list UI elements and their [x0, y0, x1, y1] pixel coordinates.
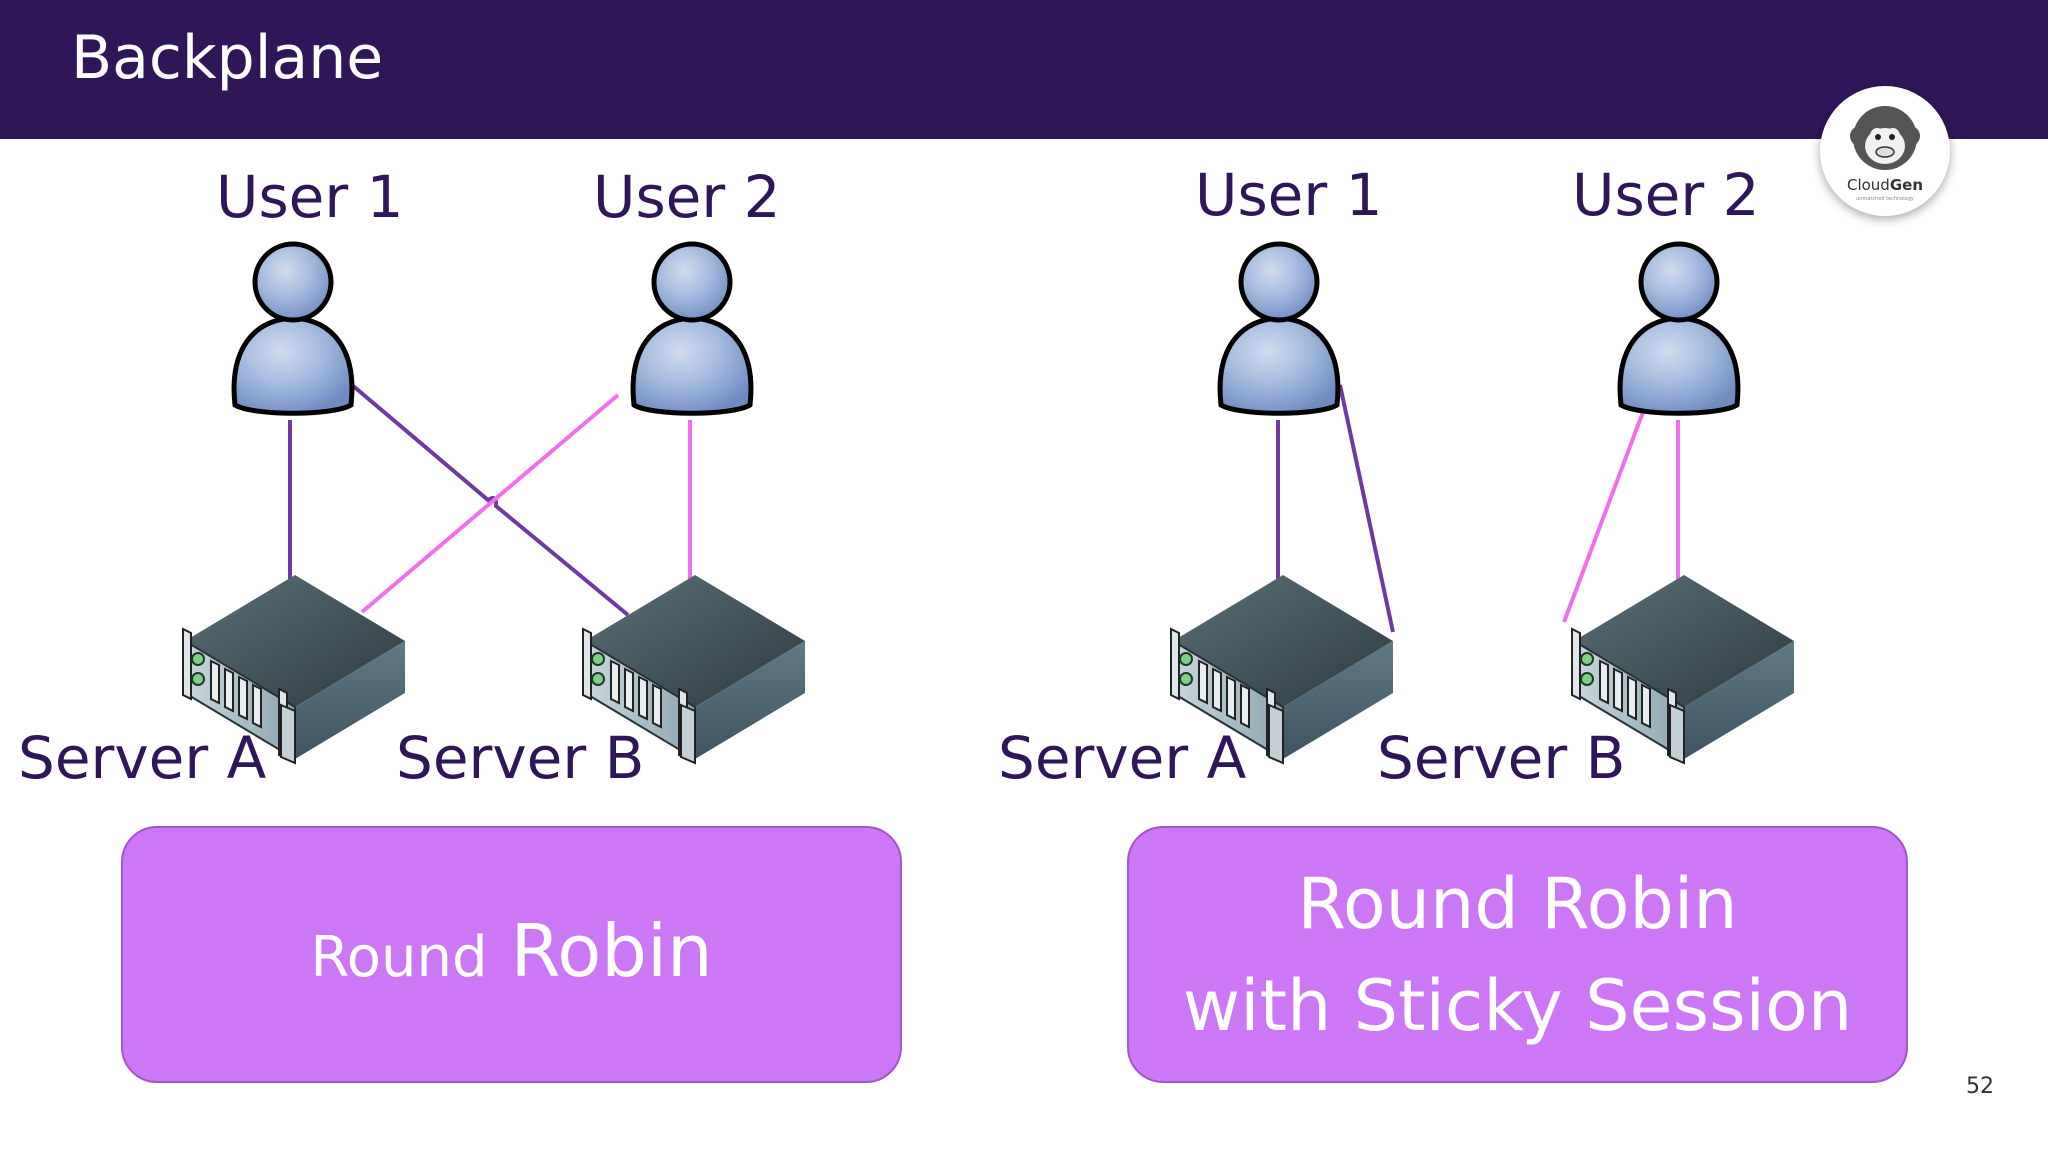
left-caption-small: Round [310, 925, 488, 990]
left-caption-text: Round Robin [310, 906, 712, 1003]
left-user1-label: User 1 [216, 163, 404, 231]
monkey-icon [1850, 106, 1920, 170]
right-serverA-label: Server A [998, 724, 1247, 792]
left-serverA-label: Server A [18, 724, 267, 792]
left-caption-box: Round Robin [121, 826, 902, 1083]
left-user2-icon [633, 244, 751, 413]
right-user2-label: User 2 [1572, 161, 1760, 229]
left-serverB-label: Server B [396, 724, 645, 792]
link-right-user1-serverA-sticky [1338, 384, 1395, 633]
cloudgen-logo: CloudGen unmatched technology [1820, 86, 1950, 216]
right-user1-label: User 1 [1195, 161, 1383, 229]
logo-text-regular: Cloud [1846, 176, 1890, 194]
right-caption-box: Round Robin with Sticky Session [1127, 826, 1908, 1083]
left-user2-label: User 2 [593, 163, 781, 231]
logo-text: CloudGen [1820, 176, 1950, 194]
left-user1-icon [234, 244, 352, 413]
slide-title: Backplane [71, 23, 384, 93]
right-serverB-label: Server B [1377, 724, 1626, 792]
link-left-user2-serverA [360, 393, 620, 614]
link-right-user2-serverB-sticky [1562, 411, 1645, 623]
right-user2-icon [1620, 244, 1738, 413]
right-caption-line1: Round Robin [1297, 862, 1738, 945]
title-bar: Backplane [0, 0, 2048, 139]
logo-tagline: unmatched technology [1856, 196, 1914, 202]
logo-text-bold: Gen [1889, 176, 1924, 194]
right-caption-line2: with Sticky Session [1182, 964, 1853, 1047]
page-number: 52 [1966, 1074, 1994, 1099]
left-caption-large: Robin [510, 909, 713, 993]
right-user1-icon [1220, 244, 1338, 413]
